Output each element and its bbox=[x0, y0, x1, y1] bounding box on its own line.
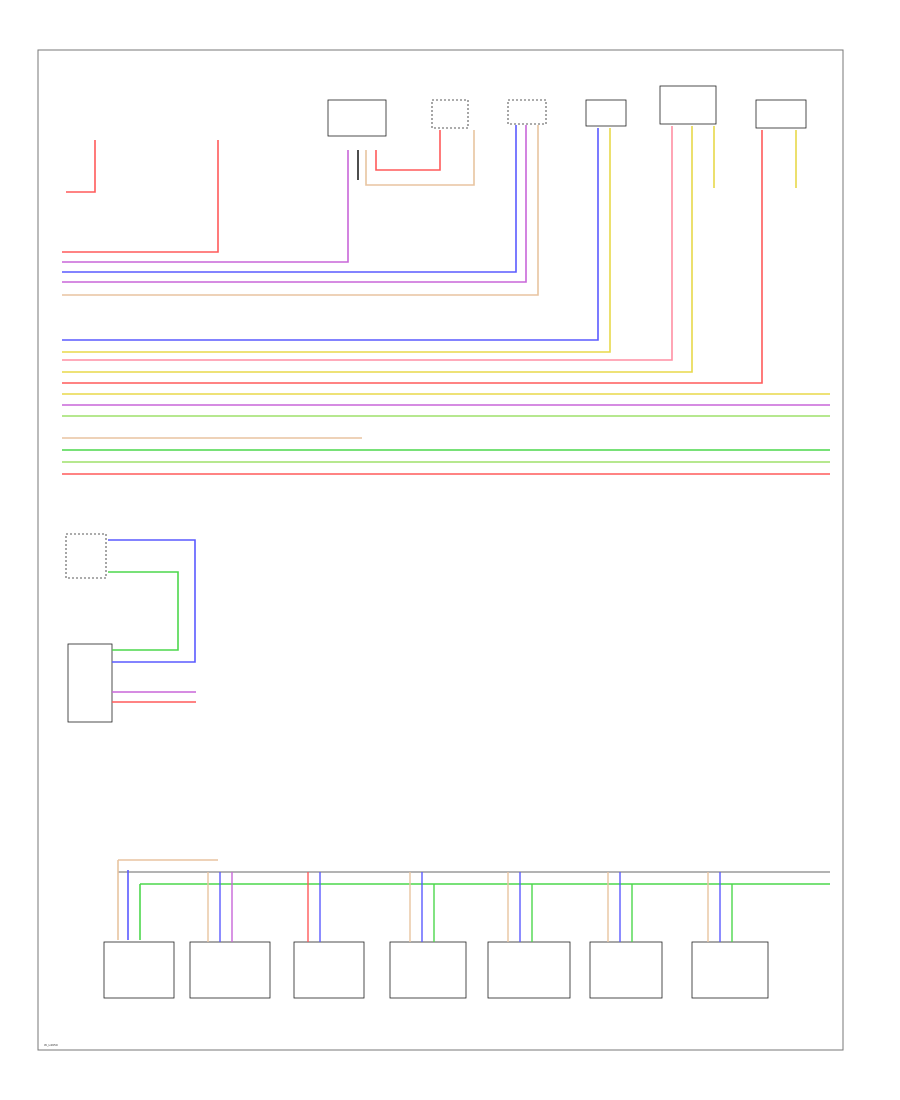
footer-code: W_L4950 bbox=[44, 1043, 58, 1047]
wire-v-11 bbox=[62, 128, 611, 353]
wire-v-6 bbox=[365, 130, 475, 186]
top-components bbox=[327, 85, 807, 137]
bottom-bus-wires bbox=[117, 859, 830, 940]
wire-v-2 bbox=[62, 140, 219, 253]
component-sensor-bottom bbox=[67, 643, 113, 723]
top-vertical-wires bbox=[62, 125, 797, 384]
mid-wire-green bbox=[108, 571, 179, 651]
component-comfort-box bbox=[431, 99, 469, 129]
wire-v-3 bbox=[62, 150, 349, 263]
diagram-frame bbox=[37, 49, 844, 1051]
switch-module-6 bbox=[589, 941, 663, 999]
bottom-switch-modules bbox=[103, 941, 769, 999]
wire-v-9 bbox=[62, 125, 539, 296]
component-switch-box bbox=[507, 99, 547, 125]
wire-v-10 bbox=[62, 128, 599, 341]
wire-v-12 bbox=[62, 126, 673, 361]
component-sensor-top bbox=[65, 533, 107, 579]
wire-v-8 bbox=[62, 125, 527, 283]
wire-v-13 bbox=[62, 126, 693, 373]
wire-v-1 bbox=[66, 140, 96, 193]
switch-module-5 bbox=[487, 941, 571, 999]
component-module-box bbox=[659, 85, 717, 125]
switch-module-7 bbox=[691, 941, 769, 999]
bottom-module-drops bbox=[207, 872, 733, 942]
wire-v-14 bbox=[62, 130, 763, 384]
switch-module-2 bbox=[189, 941, 271, 999]
component-sunroof-box bbox=[327, 99, 387, 137]
wire-v-5 bbox=[375, 130, 441, 171]
switch-module-3 bbox=[293, 941, 365, 999]
component-right-box bbox=[755, 99, 807, 129]
switch-module-1 bbox=[103, 941, 175, 999]
middle-wires bbox=[108, 539, 196, 703]
mid-wire-blue bbox=[108, 539, 196, 663]
middle-components bbox=[65, 533, 113, 723]
component-ac-box bbox=[585, 99, 627, 127]
horizontal-bus-wires bbox=[62, 393, 830, 475]
switch-module-4 bbox=[389, 941, 467, 999]
wire-v-7 bbox=[62, 125, 517, 273]
